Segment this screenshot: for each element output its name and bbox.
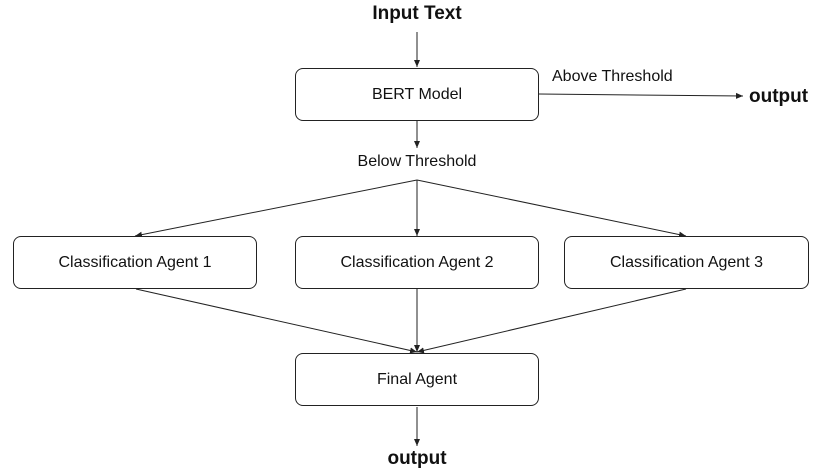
bert-model-label: BERT Model bbox=[371, 85, 463, 103]
arrow-bert-to-output bbox=[538, 92, 744, 99]
classification-agent-3-node: Classification Agent 3 bbox=[564, 236, 809, 289]
classification-agent-2-node: Classification Agent 2 bbox=[295, 236, 539, 289]
final-agent-label: Final Agent bbox=[376, 370, 458, 388]
classification-agent-1-node: Classification Agent 1 bbox=[13, 236, 257, 289]
final-agent-node: Final Agent bbox=[295, 353, 539, 406]
arrow-below-to-agent-3 bbox=[416, 179, 687, 238]
arrow-below-to-agent-1 bbox=[134, 179, 418, 238]
input-text-label: Input Text bbox=[372, 3, 462, 24]
arrow-agent-3-to-final bbox=[416, 288, 687, 354]
classification-agent-2-label: Classification Agent 2 bbox=[340, 253, 494, 271]
above-threshold-label: Above Threshold bbox=[552, 68, 673, 85]
classification-agent-3-label: Classification Agent 3 bbox=[610, 253, 763, 271]
below-threshold-label: Below Threshold bbox=[357, 153, 477, 170]
classification-agent-1-label: Classification Agent 1 bbox=[58, 253, 212, 271]
arrow-agent-1-to-final bbox=[135, 288, 418, 354]
output-bottom-label: output bbox=[387, 448, 447, 469]
output-right-label: output bbox=[749, 86, 809, 107]
bert-model-node: BERT Model bbox=[295, 68, 539, 121]
